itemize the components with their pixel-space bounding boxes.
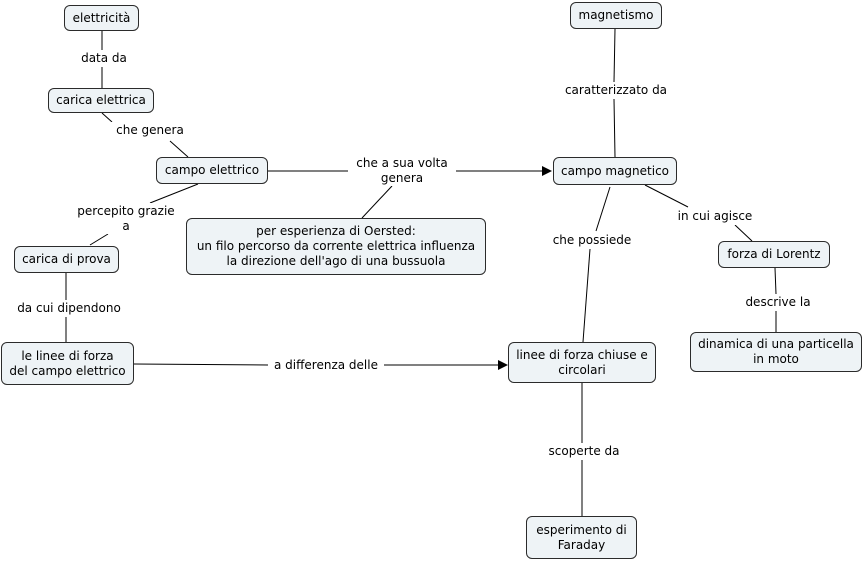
line-chegenera-campoelettrico	[169, 140, 189, 158]
node-carica-di-prova[interactable]: carica di prova	[14, 246, 119, 273]
node-forza-di-lorentz[interactable]: forza di Lorentz	[718, 241, 830, 268]
node-magnetismo[interactable]: magnetismo	[570, 2, 662, 29]
line-campomagnetico-chepossiede	[595, 186, 611, 232]
node-esperienza-oersted[interactable]: per esperienza di Oersted: un filo perco…	[186, 218, 486, 275]
line-campoelettrico-percepito	[149, 183, 199, 204]
node-linee-forza-campo-elettrico[interactable]: le linee di forza del campo elettrico	[1, 342, 134, 385]
link-label-che-genera: che genera	[108, 122, 192, 139]
line-percepito-caricadiprova	[89, 233, 109, 246]
link-label-a-differenza-delle: a differenza delle	[268, 357, 384, 374]
node-elettricita[interactable]: elettricità	[64, 5, 139, 31]
line-chepossiede-lineechiuse	[582, 248, 591, 343]
node-carica-elettrica[interactable]: carica elettrica	[48, 88, 154, 113]
link-label-percepito-grazie-a: percepito grazie a	[70, 203, 182, 234]
link-label-scoperte-da: scoperte da	[542, 443, 626, 460]
line-incuiagisce-lorentz	[734, 224, 753, 242]
node-esperimento-faraday[interactable]: esperimento di Faraday	[526, 516, 637, 559]
line-magnetismo-caratterizzato	[613, 28, 616, 83]
link-label-descrive-la: descrive la	[738, 294, 818, 311]
line-lineeforza-adifferenza	[133, 363, 269, 366]
link-label-in-cui-agisce: in cui agisce	[670, 208, 760, 225]
link-label-caratterizzato-da: caratterizzato da	[556, 82, 676, 99]
link-label-che-possiede: che possiede	[546, 232, 638, 249]
line-lorentz-descrive	[774, 267, 777, 295]
node-dinamica-particella[interactable]: dinamica di una particella in moto	[690, 332, 862, 372]
line-caricaelettrica-chegenera	[101, 112, 113, 123]
link-label-data-da: data da	[72, 50, 136, 67]
link-label-da-cui-dipendono: da cui dipendono	[8, 300, 130, 317]
line-cheasua-oersted	[361, 185, 393, 219]
node-campo-elettrico[interactable]: campo elettrico	[156, 157, 268, 184]
line-caratterizzato-campomagnetico	[613, 98, 616, 158]
line-campomagnetico-incuiagisce	[644, 184, 689, 208]
node-linee-forza-chiuse[interactable]: linee di forza chiuse e circolari	[508, 342, 656, 383]
link-label-che-a-sua-volta-genera: che a sua volta genera	[348, 155, 456, 186]
node-campo-magnetico[interactable]: campo magnetico	[553, 157, 677, 185]
